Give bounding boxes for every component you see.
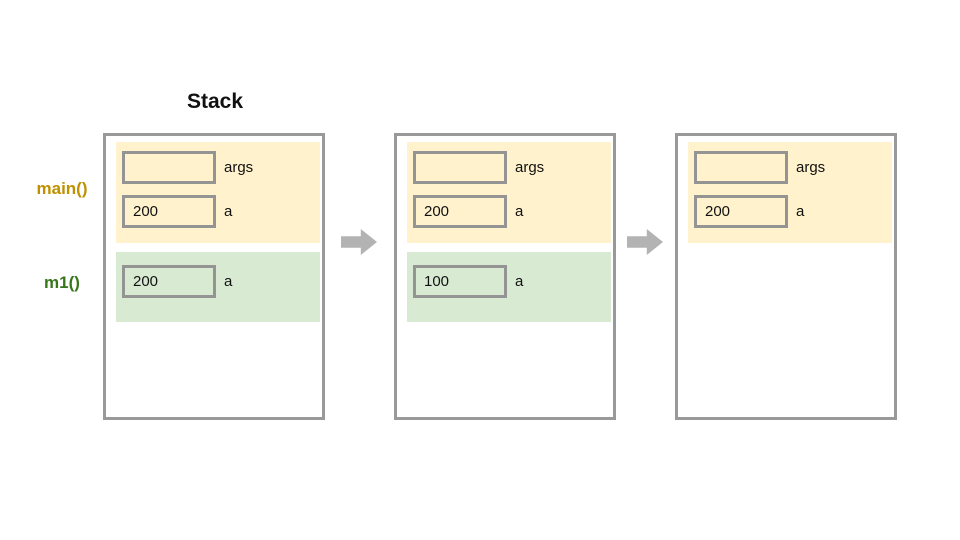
variable-slot-a: 200 a: [694, 195, 804, 228]
variable-label-a: a: [224, 273, 233, 290]
variable-slot-args: args: [694, 151, 825, 184]
value-box-args: [413, 151, 507, 184]
variable-label-a: a: [796, 203, 805, 220]
main-stack-frame: args 200 a: [407, 142, 611, 243]
stack-panel-state-2: args 200 a 100 a: [394, 133, 616, 420]
variable-label-a: a: [515, 273, 524, 290]
variable-slot-a: 200 a: [122, 265, 232, 298]
value-box-a: 200: [122, 265, 216, 298]
variable-slot-a: 200 a: [122, 195, 232, 228]
variable-label-args: args: [515, 159, 545, 176]
variable-label-a: a: [515, 203, 524, 220]
value-box-a: 200: [694, 195, 788, 228]
value-box-args: [122, 151, 216, 184]
m1-stack-frame: 200 a: [116, 252, 320, 322]
main-stack-frame: args 200 a: [116, 142, 320, 243]
diagram-title: Stack: [186, 90, 244, 113]
variable-label-args: args: [224, 159, 254, 176]
m1-stack-frame: 100 a: [407, 252, 611, 322]
main-stack-frame: args 200 a: [688, 142, 892, 243]
value-box-a: 200: [413, 195, 507, 228]
variable-slot-args: args: [413, 151, 544, 184]
value-box-a: 200: [122, 195, 216, 228]
m1-function-label: m1(): [44, 273, 80, 292]
stack-panel-state-3: args 200 a: [675, 133, 897, 420]
main-function-label: main(): [36, 179, 88, 198]
value-box-args: [694, 151, 788, 184]
variable-slot-args: args: [122, 151, 253, 184]
variable-slot-a: 200 a: [413, 195, 523, 228]
right-arrow-icon: [341, 229, 377, 255]
variable-label-args: args: [796, 159, 826, 176]
variable-label-a: a: [224, 203, 233, 220]
value-box-a: 100: [413, 265, 507, 298]
variable-slot-a: 100 a: [413, 265, 523, 298]
stack-panel-state-1: args 200 a 200 a: [103, 133, 325, 420]
right-arrow-icon: [627, 229, 663, 255]
